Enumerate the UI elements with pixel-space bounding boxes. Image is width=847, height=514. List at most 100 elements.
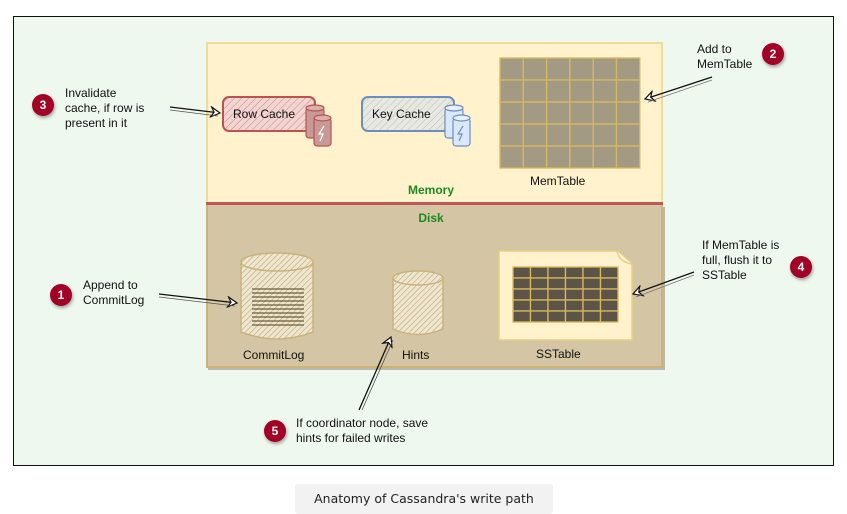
sstable-cell [564, 277, 584, 290]
sstable-cell [529, 288, 549, 301]
memtable-cell [569, 145, 594, 169]
arrow-step-2 [645, 76, 713, 103]
row-cache-db-icon [305, 104, 332, 147]
sstable-cell [512, 288, 532, 301]
step-5-line-1: If coordinator node, save [296, 416, 429, 430]
sstable-cell [529, 266, 549, 279]
sstable-cell [529, 299, 549, 312]
arrow-step-3 [169, 107, 220, 116]
step-2-line-1: Add to [697, 42, 732, 56]
step-2-line-2: MemTable [697, 57, 753, 71]
step-1-line-1: Append to [83, 278, 138, 292]
memtable-cell [499, 145, 524, 169]
memtable-cell [569, 57, 594, 81]
memtable-cell [592, 123, 618, 147]
step-3-line-2: cache, if row is [65, 101, 145, 115]
sstable-cell [599, 310, 619, 323]
memtable-cell [569, 79, 594, 103]
step-4-line-1: If MemTable is [702, 238, 780, 252]
memtable-cell [545, 57, 571, 81]
sstable-cell [564, 299, 584, 312]
figure-caption: Anatomy of Cassandra's write path [295, 484, 553, 514]
step-1-line-2: CommitLog [83, 293, 145, 307]
key-cache-label: Key Cache [372, 107, 431, 121]
sstable-cell [564, 288, 584, 301]
memtable-cell [615, 123, 641, 147]
sstable-cell [599, 277, 619, 290]
commitlog-label: CommitLog [243, 348, 305, 362]
row-cache-label: Row Cache [233, 107, 296, 121]
step-5-annotation: If coordinator node, save hints for fail… [296, 416, 428, 446]
row-cache-box [222, 96, 332, 147]
sstable-cell [547, 310, 567, 323]
arrow-step-1 [158, 293, 237, 306]
memtable-cell [499, 57, 524, 81]
sstable-cell [564, 310, 584, 323]
sstable-cell [599, 266, 619, 279]
memtable-cell [592, 145, 618, 169]
memtable-cell [499, 123, 524, 147]
sstable-cell [512, 299, 532, 312]
arrow-step-5 [358, 337, 394, 411]
memtable-cell [522, 79, 548, 103]
key-cache-db-icon [444, 104, 471, 147]
sstable-cell [529, 310, 549, 323]
sstable-label: SSTable [536, 347, 581, 361]
memtable-cell [569, 123, 594, 147]
sstable-cell [599, 288, 619, 301]
memtable-cell [499, 79, 524, 103]
step-3-line-1: Invalidate [65, 86, 117, 100]
sstable-cell [582, 310, 602, 323]
memtable-grid [499, 57, 641, 169]
memory-disk-divider [206, 202, 663, 205]
sstable-cell [512, 277, 532, 290]
memtable-cell [615, 145, 641, 169]
step-3-annotation: Invalidate cache, if row is present in i… [65, 86, 144, 131]
step-5-badge: 5 [264, 420, 286, 442]
memtable-cell [545, 101, 571, 125]
sstable-cell [547, 288, 567, 301]
memtable-cell [615, 57, 641, 81]
step-3-line-3: present in it [65, 116, 128, 130]
memtable-cell [569, 101, 594, 125]
sstable-cell [547, 266, 567, 279]
memtable-cell [592, 57, 618, 81]
sstable-cell [512, 266, 532, 279]
sstable-cell [547, 277, 567, 290]
step-5-line-2: hints for failed writes [296, 431, 406, 445]
step-1-badge: 1 [50, 284, 72, 306]
step-4-badge: 4 [790, 256, 812, 278]
memtable-cell [499, 101, 524, 125]
commitlog-cylinder [240, 252, 314, 340]
memtable-cell [545, 123, 571, 147]
memtable-cell [545, 145, 571, 169]
memtable-cell [545, 79, 571, 103]
memory-region-label: Memory [407, 183, 454, 197]
step-3-badge: 3 [32, 94, 54, 116]
sstable-cell [599, 299, 619, 312]
hints-label: Hints [402, 348, 430, 362]
sstable-cell [582, 288, 602, 301]
step-4-line-3: SSTable [702, 268, 747, 282]
memtable-cell [592, 79, 618, 103]
memtable-cell [522, 123, 548, 147]
arrow-step-4 [633, 271, 695, 298]
sstable-cell [529, 277, 549, 290]
memtable-label: MemTable [530, 174, 586, 188]
hints-cylinder [392, 270, 444, 336]
memtable-cell [615, 79, 641, 103]
sstable-cell [564, 266, 584, 279]
memtable-cell [522, 101, 548, 125]
memtable-cell [615, 101, 641, 125]
sstable-cell [582, 277, 602, 290]
key-cache-box [361, 96, 471, 147]
memtable-cell [522, 57, 548, 81]
step-4-annotation: If MemTable is full, flush it to SSTable [702, 238, 779, 283]
step-4-line-2: full, flush it to [702, 253, 773, 267]
disk-region-label: Disk [418, 211, 444, 225]
memtable-cell [522, 145, 548, 169]
commitlog-lines-icon [252, 288, 304, 326]
sstable-cell [582, 299, 602, 312]
sstable-cell [582, 266, 602, 279]
